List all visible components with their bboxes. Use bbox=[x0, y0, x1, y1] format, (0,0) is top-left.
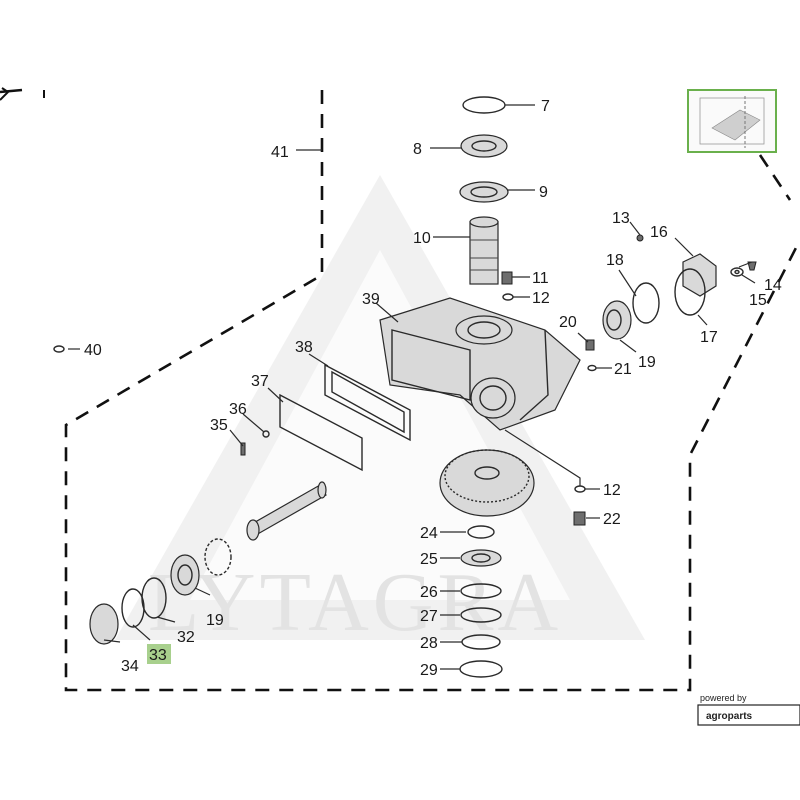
callout-13[interactable]: 13 bbox=[612, 210, 630, 227]
callout-41[interactable]: 41 bbox=[271, 144, 289, 161]
callout-27[interactable]: 27 bbox=[420, 608, 438, 625]
callout-labels: 7 8 9 10 11 12 13 14 15 16 17 18 19 20 2… bbox=[84, 98, 782, 679]
assembly-boundary bbox=[64, 90, 800, 692]
callout-14[interactable]: 14 bbox=[764, 277, 782, 294]
brand-text: agroparts bbox=[706, 711, 753, 722]
callout-20[interactable]: 20 bbox=[559, 314, 577, 331]
callout-8[interactable]: 8 bbox=[413, 141, 422, 158]
callout-36[interactable]: 36 bbox=[229, 401, 247, 418]
watermark-text: LYTAGRA bbox=[148, 556, 562, 649]
powered-by-badge[interactable]: powered by agroparts bbox=[697, 693, 800, 726]
callout-25[interactable]: 25 bbox=[420, 551, 438, 568]
callout-9[interactable]: 9 bbox=[539, 184, 548, 201]
callout-12-upper[interactable]: 12 bbox=[532, 290, 550, 307]
callout-21[interactable]: 21 bbox=[614, 361, 632, 378]
callout-22[interactable]: 22 bbox=[603, 511, 621, 528]
callout-35[interactable]: 35 bbox=[210, 417, 228, 434]
callout-33[interactable]: 33 bbox=[149, 647, 167, 664]
callout-19-left[interactable]: 19 bbox=[206, 612, 224, 629]
leader-lines bbox=[68, 104, 756, 670]
callout-34[interactable]: 34 bbox=[121, 658, 139, 675]
gearbox-housing bbox=[379, 297, 581, 431]
callout-18[interactable]: 18 bbox=[606, 252, 624, 269]
callout-39[interactable]: 39 bbox=[362, 291, 380, 308]
callout-7[interactable]: 7 bbox=[541, 98, 550, 115]
callout-15[interactable]: 15 bbox=[749, 292, 767, 309]
callout-17[interactable]: 17 bbox=[700, 329, 718, 346]
callout-28[interactable]: 28 bbox=[420, 635, 438, 652]
callout-37[interactable]: 37 bbox=[251, 373, 269, 390]
callout-26[interactable]: 26 bbox=[420, 584, 438, 601]
callout-29[interactable]: 29 bbox=[420, 662, 438, 679]
thumbnail-preview[interactable] bbox=[687, 89, 777, 153]
callout-32[interactable]: 32 bbox=[177, 629, 195, 646]
highlight-33 bbox=[147, 644, 171, 664]
powered-by-text: powered by bbox=[700, 693, 747, 703]
corner-arrow-icon bbox=[0, 87, 45, 101]
callout-38[interactable]: 38 bbox=[295, 339, 313, 356]
crown-gear bbox=[439, 449, 535, 517]
callout-10[interactable]: 10 bbox=[413, 230, 431, 247]
callout-24[interactable]: 24 bbox=[420, 525, 438, 542]
callout-19-right[interactable]: 19 bbox=[638, 354, 656, 371]
pinion-shaft bbox=[246, 481, 327, 541]
callout-12-lower[interactable]: 12 bbox=[603, 482, 621, 499]
callout-16[interactable]: 16 bbox=[650, 224, 668, 241]
callout-40[interactable]: 40 bbox=[84, 342, 102, 359]
callout-11[interactable]: 11 bbox=[532, 270, 549, 287]
